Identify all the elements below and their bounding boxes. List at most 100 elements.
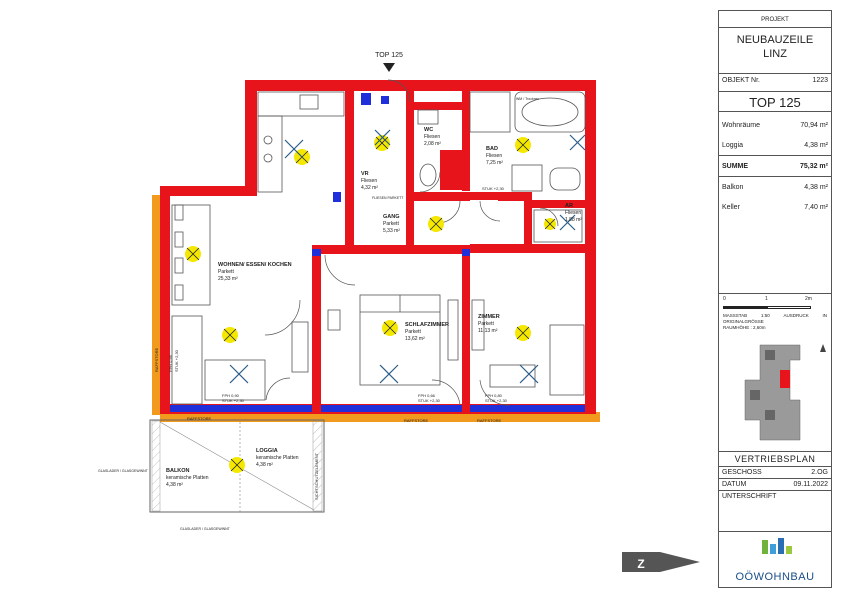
svg-text:FPH 0,90: FPH 0,90 [222,393,240,398]
sales-label: UNTERSCHRIFT [722,493,777,500]
sales-title: VERTRIEBSPLAN [734,454,816,464]
svg-text:Fliesen: Fliesen [565,210,581,216]
svg-text:SCHLAFZIMMER: SCHLAFZIMMER [405,322,449,328]
area-row: Wohnräume 70,94 m² [719,115,831,135]
svg-text:5,33 m²: 5,33 m² [383,228,400,234]
bath-fixtures [417,91,586,192]
svg-text:BAD: BAD [486,146,498,152]
balcony-outline [149,419,325,513]
sales-value: 2.OG [811,469,828,476]
svg-text:RAFFSTORE: RAFFSTORE [154,348,159,372]
area-row: SUMME 75,32 m² [719,155,831,176]
svg-text:Parkett: Parkett [478,321,494,327]
balcony-rail-right [312,420,323,512]
svg-text:Parkett: Parkett [383,221,399,227]
area-value: 4,38 m² [804,183,828,191]
svg-text:FPH 0,66: FPH 0,66 [168,354,173,372]
facade-insulation-bottom [160,412,600,422]
svg-text:SICHTSCHUTZELEMENT: SICHTSCHUTZELEMENT [314,452,319,500]
sales-value: 09.11.2022 [793,481,828,488]
windows [170,93,585,412]
room-area: 25,33 m² [218,276,238,282]
balcony-rail-left [151,420,161,512]
svg-text:LOGGIA: LOGGIA [256,448,278,454]
svg-text:GLASLADER / GLASGEWINNT: GLASLADER / GLASGEWINNT [98,469,149,473]
svg-text:11,13 m²: 11,13 m² [478,328,498,334]
facade-insulation [152,195,160,415]
svg-text:Z: Z [637,557,644,571]
light-switch-symbols [229,129,586,384]
area-label: Balkon [722,183,744,191]
area-label: Wohnräume [722,121,761,129]
svg-text:Parkett: Parkett [405,329,421,335]
svg-text:STUK +2,30: STUK +2,30 [482,186,505,191]
svg-text:2,08 m²: 2,08 m² [424,141,441,147]
svg-text:STUK +2,30: STUK +2,30 [485,398,508,403]
svg-text:WC: WC [424,127,433,133]
area-table: Wohnräume 70,94 m² Loggia 4,38 m² SUMME 75,32… [719,115,831,217]
living-furniture [171,315,309,405]
area-row: Loggia 4,38 m² [719,135,831,155]
plan-annotations: RAFFSTORE RAFFSTORE RAFFSTORE FPH 0,90 S… [98,97,540,531]
sales-row: DATUM 09.11.2022 [719,478,831,490]
storage-shelf [533,209,583,243]
area-value: 4,38 m² [804,141,828,149]
brand-name: OÖWOHNBAU [735,571,815,583]
title-block: PROJEKT NEUBAUZEILE LINZ OBJEKT Nr.1223 … [718,10,832,588]
svg-text:Fliesen: Fliesen [424,134,440,140]
svg-text:WM / Trockner: WM / Trockner [516,97,540,101]
ceiling-lights [185,135,556,473]
svg-text:STUK +2,30: STUK +2,30 [222,398,245,403]
svg-text:RAFFSTORE: RAFFSTORE [187,416,211,421]
area-label: SUMME [722,162,749,170]
room-name: WOHNEN/ ESSEN/ KOCHEN [218,262,292,268]
area-value: 70,94 m² [800,121,828,129]
svg-text:AR: AR [565,203,573,209]
svg-text:FLIESEN PARKETT: FLIESEN PARKETT [372,196,404,200]
svg-text:VR: VR [361,171,369,177]
area-label: Keller [722,203,740,211]
area-row: Balkon 4,38 m² [719,176,831,197]
unit-title: TOP 125 [749,95,801,110]
svg-text:FPH 0,66: FPH 0,66 [418,393,436,398]
svg-text:STUK +2,30: STUK +2,30 [418,398,441,403]
project-name: NEUBAUZEILE LINZ [736,34,814,60]
north-arrow-icon: Z [622,552,700,572]
svg-text:GLASLADER / GLASGEWINNT: GLASLADER / GLASGEWINNT [180,527,231,531]
svg-text:4,38 m²: 4,38 m² [256,462,273,468]
area-value: 7,40 m² [804,203,828,211]
kitchen-fixtures [257,91,345,193]
site-plan-thumbnail [744,344,826,441]
project-label: PROJEKT [761,17,789,23]
sales-row: UNTERSCHRIFT [719,490,831,502]
door-swings [264,79,559,406]
svg-text:Fliesen: Fliesen [361,178,377,184]
svg-text:BALKON: BALKON [166,468,190,474]
entry-arrow-icon [383,63,395,72]
scale-bar: 0 1 2m [723,296,827,316]
dining-table [171,204,211,306]
svg-text:ZIMMER: ZIMMER [478,314,500,320]
walls [160,80,596,414]
room-furniture [471,299,585,396]
brand-logo [762,538,792,554]
svg-text:4,38 m²: 4,38 m² [166,482,183,488]
svg-text:Fliesen: Fliesen [486,153,502,159]
svg-text:GANG: GANG [383,214,400,220]
entry-marker-label: TOP 125 [375,52,403,59]
room-labels: WOHNEN/ ESSEN/ KOCHEN Parkett 25,33 m² V… [166,127,582,488]
svg-text:keramische Platten: keramische Platten [256,455,299,461]
sales-label: DATUM [722,481,747,488]
object-number: OBJEKT Nr.1223 [722,77,828,84]
area-value: 75,32 m² [799,162,828,170]
svg-text:13,62 m²: 13,62 m² [405,336,425,342]
svg-text:RAFFSTORE: RAFFSTORE [477,418,501,423]
area-label: Loggia [722,141,744,149]
bed [327,294,459,386]
svg-text:keramische Platten: keramische Platten [166,475,209,481]
svg-text:FPH 0,80: FPH 0,80 [485,393,503,398]
